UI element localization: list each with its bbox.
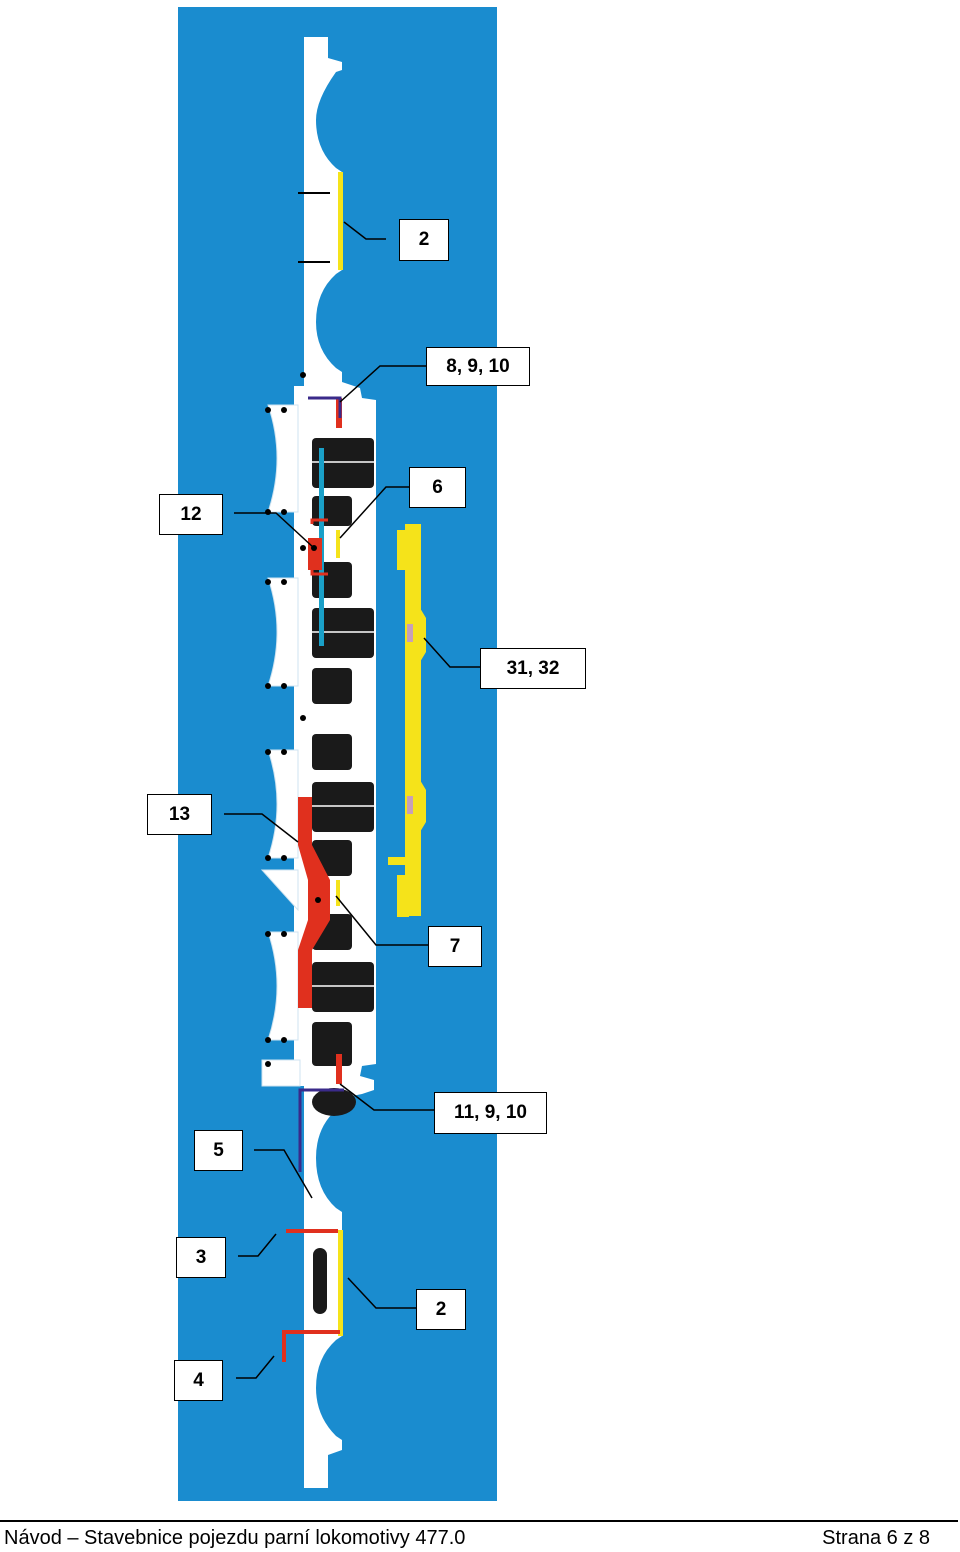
callout-4: 4 — [174, 1360, 223, 1401]
callout-2-bottom: 2 — [416, 1289, 466, 1330]
callout-7: 7 — [428, 926, 482, 967]
callout-2-top: 2 — [399, 219, 449, 261]
spring-pins — [265, 372, 306, 1067]
footer-page-number: Strana 6 z 8 — [822, 1527, 930, 1549]
callout-6: 6 — [409, 467, 466, 508]
leader-lines — [224, 221, 480, 1379]
footer-document-title: Návod – Stavebnice pojezdu parní lokomot… — [4, 1527, 466, 1549]
axle-blocks — [312, 438, 374, 1314]
callout-8-9-10: 8, 9, 10 — [426, 347, 530, 386]
callout-12: 12 — [159, 494, 223, 535]
side-rod-31-32 — [388, 524, 426, 917]
callout-5: 5 — [194, 1130, 243, 1171]
leader-dots — [311, 545, 321, 903]
footer-divider — [0, 1520, 958, 1522]
red-brackets — [310, 518, 328, 576]
suspension-springs — [260, 404, 301, 1087]
frame-marks — [298, 192, 330, 263]
callout-11-9-10: 11, 9, 10 — [434, 1092, 547, 1134]
callout-13: 13 — [147, 794, 212, 835]
locomotive-frame-drawing — [224, 37, 480, 1488]
purple-parts — [298, 396, 344, 1172]
yellow-parts — [336, 172, 343, 1336]
callout-31-32: 31, 32 — [480, 648, 586, 689]
side-rod-highlights — [407, 624, 413, 814]
callout-3: 3 — [176, 1237, 226, 1278]
